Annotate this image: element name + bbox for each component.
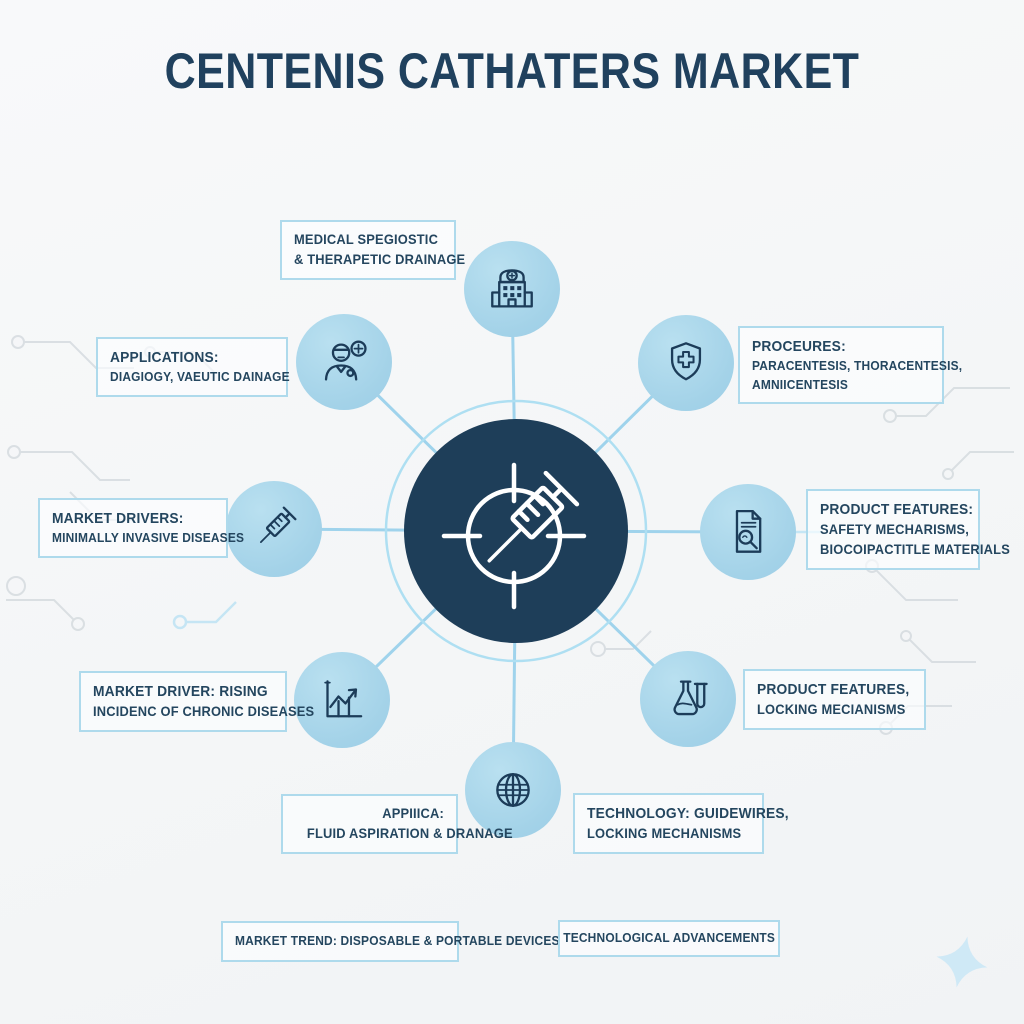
hub-ring [384,399,648,663]
label-line: PROCEURES: [752,338,846,355]
label-technology: TECHNOLOGY: GUIDEWIRES, LOCKING MECHANIS… [573,793,789,855]
node-medical-safety [638,315,734,411]
label-product-features: PRODUCT FEATURES: SAFETY MECHARISMS, BIO… [806,489,1010,571]
page-title: CENTENIS CATHATERS MARKET [164,43,860,99]
label-line: & THERAPETIC DRAINAGE [294,250,466,267]
syringe-icon [260,506,297,543]
label-line: MARKET DRIVER: RISING [93,683,268,700]
label-market-drivers: MARKET DRIVERS: MINIMALLY INVASIVE DISEA… [38,498,245,558]
label-line: FLUID ASPIRATION & DRANAGE [306,824,513,841]
hub-circle [404,419,628,643]
label-line: BIOCOIPACTITLE MATERIALS [820,541,1010,558]
label-line: MARKET TREND: DISPOSABLE & PORTABLE DEVI… [235,933,560,949]
label-market-driver-rising: MARKET DRIVER: RISING INCIDENC OF CHRONI… [79,671,315,733]
label-line: SAFETY MECHARISMS, [820,521,970,538]
label-line: TECHNOLOGICAL ADVANCEMENTS [563,930,775,946]
label-line: LOCKING MECHANISMS [587,825,742,842]
node-medical-staff [296,314,392,410]
label-medical-drainage: MEDICAL SPEGIOSTIC & THERAPETIC DRAINAGE [280,220,466,280]
flask-icon [673,680,708,716]
label-applications: APPLICATIONS: DIAGIOGY, VAEUTIC DAINAGE [96,337,290,397]
circuit-traces-blue [172,530,822,630]
label-product-features-locking: PRODUCT FEATURES, LOCKING MECIANISMS [743,669,926,731]
label-line: PRODUCT FEATURES, [757,681,910,698]
label-line: PRODUCT FEATURES: [820,501,974,518]
sparkle-icon [936,936,988,988]
globe-icon [496,773,530,807]
label-technological-advancements: TECHNOLOGICAL ADVANCEMENTS [558,920,780,957]
label-line: MEDICAL SPEGIOSTIC [294,231,439,247]
label-line: MARKET DRIVERS: [52,510,184,527]
label-procedures: PROCEURES: PARACENTESIS, THORACENTESIS, … [738,326,963,405]
label-line: INCIDENC OF CHRONIC DISEASES [93,703,315,720]
syringe-target-icon [441,462,587,610]
doctor-icon [324,340,367,381]
node-global-market [465,742,561,838]
hospital-icon [491,269,533,308]
growth-chart-icon [324,680,363,718]
node-medical-facility [464,241,560,337]
node-research-report [700,484,796,580]
node-market-growth [294,652,390,748]
label-line: MINIMALLY INVASIVE DISEASES [52,530,245,546]
label-line: PARACENTESIS, THORACENTESIS, [752,358,963,374]
label-line: TECHNOLOGY: GUIDEWIRES, [587,805,789,822]
node-injection [226,481,322,577]
label-applications-fluid: APPIIICA: FLUID ASPIRATION & DRANAGE [281,794,513,854]
label-line: APPIIICA: [382,805,444,821]
label-line: APPLICATIONS: [110,349,219,366]
label-line: DIAGIOGY, VAEUTIC DAINAGE [110,369,290,385]
label-line: LOCKING MECIANISMS [757,701,906,718]
label-market-trend: MARKET TREND: DISPOSABLE & PORTABLE DEVI… [221,921,559,962]
node-lab-testing [640,651,736,747]
shield-cross-icon [670,342,702,381]
label-line: AMNIICENTESIS [752,376,849,392]
document-search-icon [735,509,762,553]
